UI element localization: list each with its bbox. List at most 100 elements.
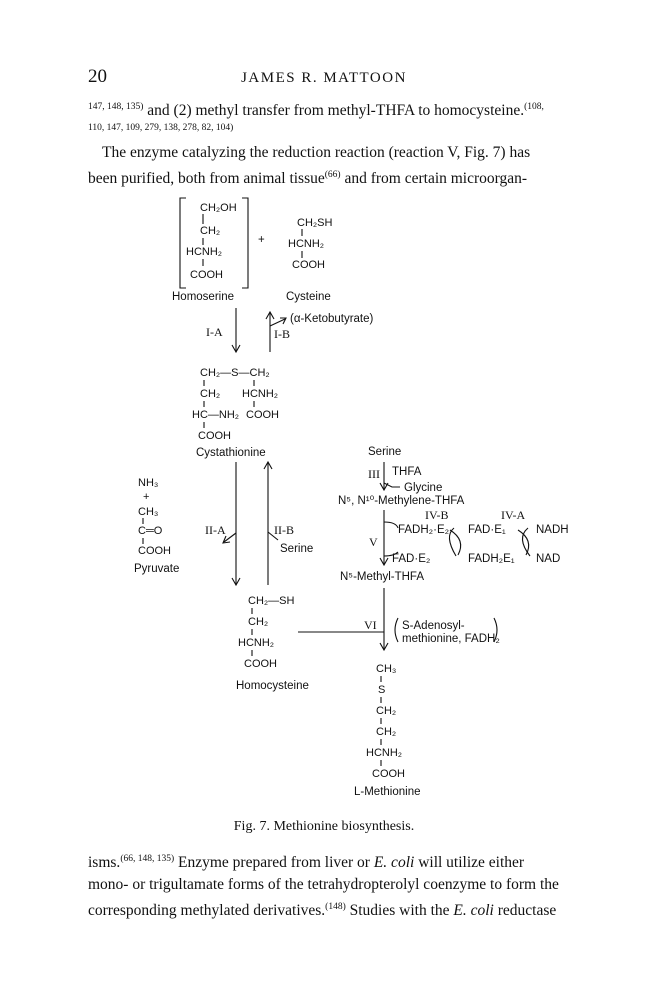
- formula-row: COOH: [190, 269, 223, 281]
- reaction-label-III: III: [368, 467, 380, 481]
- arrowhead: [379, 482, 389, 492]
- arrowhead: [222, 535, 231, 544]
- compound-name-cystathionine: Cystathionine: [196, 447, 266, 459]
- cycle-curve-IVB: [448, 527, 457, 557]
- formula-row: C═O: [138, 525, 163, 537]
- paragraph-line: will utilize either: [414, 854, 525, 871]
- citation-refs: (108,: [524, 102, 544, 112]
- formula-row: CH₂: [200, 225, 220, 237]
- reaction-label-IB: I-B: [274, 327, 290, 341]
- citation-refs: 147, 148, 135): [88, 102, 144, 112]
- paragraph-line: Studies with the: [345, 902, 454, 919]
- formula-row: CH₂—SH: [248, 595, 294, 607]
- arrowhead: [265, 310, 275, 320]
- paragraph-line: Enzyme prepared from liver or: [174, 854, 374, 871]
- formula-row: HCNH₂: [242, 388, 278, 400]
- pyruvate-structure: NH₃ + CH₃ C═O COOH Pyruvate: [134, 477, 179, 575]
- formula-row: CH₂: [200, 388, 220, 400]
- cofactor-line1: S-Adenosyl-: [402, 620, 465, 632]
- formula-row: CH₂: [376, 726, 396, 738]
- formula-row: CH₂: [248, 616, 268, 628]
- fadh2-e1-label: FADH₂E₁: [468, 553, 515, 565]
- paragraph-line: corresponding methylated derivatives.: [88, 902, 326, 919]
- formula-row: HCNH₂: [238, 637, 274, 649]
- formula-row: +: [143, 491, 149, 503]
- nad-label: NAD: [536, 553, 560, 565]
- citation-refs: (66): [324, 170, 341, 180]
- cystathionine-structure: CH₂—S—CH₂ CH₂ HCNH₂ HC—NH₂ COOH COOH Cys…: [192, 367, 279, 459]
- serine-out-label: Serine: [280, 543, 313, 555]
- plus-sign: +: [258, 234, 265, 246]
- methyl-thfa-label: N⁵-Methyl-THFA: [340, 571, 424, 583]
- fad-e1-label: FAD·E₁: [468, 524, 506, 536]
- left-bracket: [179, 197, 186, 289]
- cycle-curve: [383, 521, 399, 529]
- running-head: JAMES R. MATTOON: [241, 70, 407, 86]
- formula-row: COOH: [198, 430, 231, 442]
- arrowhead: [231, 577, 241, 587]
- paragraph-text: and (2) methyl transfer from methyl-THFA…: [143, 102, 525, 119]
- figure-caption: Fig. 7. Methionine biosynthesis.: [233, 819, 415, 834]
- cycle-curve-IVB: [449, 529, 462, 556]
- formula-row: CH₂: [376, 705, 396, 717]
- fad-e2-label: FAD·E₂: [392, 553, 430, 565]
- cofactor-line2: methionine, FADH₂: [402, 633, 500, 645]
- cycle-curve: [383, 551, 399, 557]
- arrowhead: [379, 557, 389, 567]
- formula-row: CH₂SH: [297, 217, 332, 229]
- ketobutyrate-label: (α-Ketobutyrate): [290, 313, 374, 325]
- paragraph-line: and from certain microorgan-: [340, 170, 528, 187]
- homocysteine-structure: CH₂—SH CH₂ HCNH₂ COOH Homocysteine: [236, 595, 309, 692]
- paragraph-line: reductase: [493, 902, 557, 919]
- arrowhead: [280, 317, 287, 325]
- reaction-label-VI: VI: [364, 618, 377, 632]
- cysteine-structure: CH₂SH HCNH₂ COOH Cysteine: [286, 217, 332, 303]
- paragraph-line: The enzyme catalyzing the reduction reac…: [102, 144, 531, 161]
- citation-refs: (148): [325, 902, 346, 912]
- reaction-label-IA: I-A: [206, 325, 223, 339]
- methylene-thfa-label: N⁵, N¹⁰-Methylene-THFA: [338, 495, 465, 507]
- organism-name: E. coli: [453, 902, 494, 919]
- formula-row: COOH: [138, 545, 171, 557]
- formula-row: CH₂OH: [200, 202, 237, 214]
- cycle-curve-IVA: [521, 527, 531, 557]
- paragraph-line: mono- or trigultamate forms of the tetra…: [88, 876, 559, 893]
- formula-row: HCNH₂: [366, 747, 402, 759]
- serine-top-label: Serine: [368, 446, 401, 458]
- reaction-label-V: V: [369, 535, 378, 549]
- nadh-label: NADH: [536, 524, 569, 536]
- reaction-label-IIB: II-B: [274, 523, 294, 537]
- reaction-label-IIA: II-A: [205, 523, 226, 537]
- page-number: 20: [88, 66, 107, 87]
- arrowhead: [231, 344, 241, 354]
- homoserine-structure: CH₂OH CH₂ HCNH₂ COOH Homoserine: [172, 197, 249, 303]
- reaction-label-IVA: IV-A: [501, 508, 526, 522]
- formula-row: S: [378, 684, 385, 696]
- compound-name-cysteine: Cysteine: [286, 291, 331, 303]
- formula-row: HCNH₂: [288, 238, 324, 250]
- pyruvate-branch: [223, 532, 237, 543]
- arrowhead: [379, 642, 389, 652]
- organism-name: E. coli: [373, 854, 415, 871]
- fadh2-e2-label: FADH₂·E₂: [398, 524, 449, 536]
- paragraph-line: been purified, both from animal tissue: [88, 170, 325, 187]
- paragraph-enzyme: The enzyme catalyzing the reduction reac…: [88, 142, 608, 190]
- ketobutyrate-branch: [269, 318, 286, 327]
- citation-refs: 110, 147, 109, 279, 138, 278, 82, 104): [88, 123, 234, 133]
- formula-row: COOH: [246, 409, 279, 421]
- compound-name-methionine: L-Methionine: [354, 786, 420, 798]
- formula-row: NH₃: [138, 477, 158, 489]
- thfa-label: THFA: [392, 466, 422, 478]
- formula-row: CH₂—S—CH₂: [200, 367, 270, 379]
- left-paren: [394, 617, 399, 643]
- right-bracket: [242, 197, 249, 289]
- compound-name-homoserine: Homoserine: [172, 291, 234, 303]
- serine-branch: [267, 531, 279, 541]
- paragraph-isms: isms.(66, 148, 135) Enzyme prepared from…: [88, 848, 608, 922]
- arrowhead: [263, 460, 273, 470]
- reaction-label-IVB: IV-B: [425, 508, 449, 522]
- formula-row: COOH: [244, 658, 277, 670]
- formula-row: HC—NH₂: [192, 409, 239, 421]
- formula-row: HCNH₂: [186, 246, 222, 258]
